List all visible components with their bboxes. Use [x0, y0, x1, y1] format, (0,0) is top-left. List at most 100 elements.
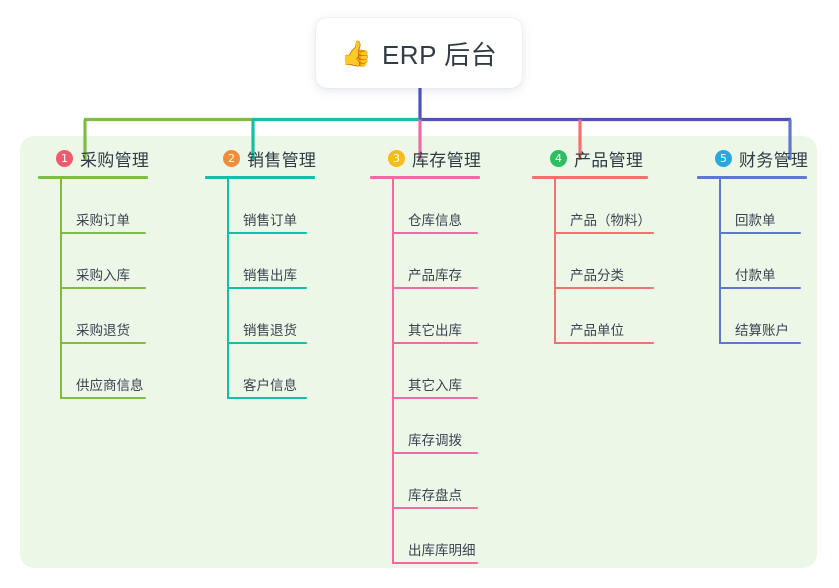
column-1: 1 采购管理采购订单采购入库采购退货供应商信息 [38, 146, 149, 399]
list-item-underline [719, 232, 801, 234]
list-item-underline [392, 287, 478, 289]
list-item-underline [60, 287, 146, 289]
column-4: 4 产品管理产品（物料） 产品分类产品单位 [532, 146, 654, 344]
list-item-label: 库存盘点 [408, 488, 462, 503]
list-item[interactable]: 付款单 [719, 234, 808, 289]
list-item-underline [60, 342, 146, 344]
list-item-underline [392, 507, 478, 509]
list-item-underline [719, 287, 801, 289]
list-item-label: 采购入库 [76, 268, 130, 283]
column-badge-icon: 3 [388, 149, 405, 167]
column-underline [370, 176, 480, 179]
column-items: 销售订单销售出库销售退货客户信息 [227, 179, 316, 399]
column-spine [392, 179, 394, 564]
list-item-label: 客户信息 [243, 378, 297, 393]
list-item-label: 产品分类 [570, 268, 624, 283]
list-item-label: 销售订单 [243, 213, 297, 228]
list-item-underline [554, 342, 654, 344]
column-badge-icon: 5 [715, 149, 732, 167]
column-header-2[interactable]: 2 销售管理 [205, 146, 316, 170]
column-badge-icon: 4 [550, 149, 567, 167]
column-header-1[interactable]: 1 采购管理 [38, 146, 149, 170]
list-item[interactable]: 其它出库 [392, 289, 481, 344]
list-item-underline [392, 562, 478, 564]
column-title: 库存管理 [412, 150, 482, 170]
column-badge-icon: 1 [56, 149, 73, 167]
column-header-4[interactable]: 4 产品管理 [532, 146, 651, 170]
root-node-label: ERP 后台 [381, 39, 498, 70]
list-item[interactable]: 销售订单 [227, 179, 316, 234]
column-header-5[interactable]: 5 财务管理 [697, 146, 808, 170]
list-item[interactable]: 采购订单 [60, 179, 149, 234]
list-item[interactable]: 出库库明细 [392, 509, 481, 564]
column-spine [60, 179, 62, 399]
list-item-label: 出库库明细 [408, 543, 476, 558]
list-item[interactable]: 客户信息 [227, 344, 316, 399]
column-spine [719, 179, 721, 344]
thumbs-up-icon: 👍 [340, 38, 372, 68]
column-badge-icon: 2 [223, 149, 240, 167]
list-item-label: 采购订单 [76, 213, 130, 228]
list-item[interactable]: 库存盘点 [392, 454, 481, 509]
list-item[interactable]: 采购入库 [60, 234, 149, 289]
list-item-label: 仓库信息 [408, 213, 462, 228]
list-item[interactable]: 销售出库 [227, 234, 316, 289]
list-item[interactable]: 采购退货 [60, 289, 149, 344]
list-item-underline [392, 232, 478, 234]
list-item-underline [227, 397, 307, 399]
list-item[interactable]: 产品分类 [554, 234, 654, 289]
list-item[interactable]: 供应商信息 [60, 344, 149, 399]
column-items: 仓库信息产品库存其它出库其它入库库存调拨库存盘点出库库明细 [392, 179, 481, 564]
list-item-underline [554, 232, 654, 234]
list-item-underline [554, 287, 654, 289]
list-item-label: 库存调拨 [408, 433, 462, 448]
list-item-label: 采购退货 [76, 323, 130, 338]
list-item-label: 产品单位 [570, 323, 624, 338]
list-item-underline [392, 342, 478, 344]
list-item-underline [392, 452, 478, 454]
list-item[interactable]: 销售退货 [227, 289, 316, 344]
column-items: 采购订单采购入库采购退货供应商信息 [60, 179, 149, 399]
root-node[interactable]: 👍 ERP 后台 [316, 18, 522, 88]
column-underline [205, 176, 315, 179]
list-item[interactable]: 其它入库 [392, 344, 481, 399]
list-item-label: 供应商信息 [76, 378, 144, 393]
list-item[interactable]: 结算账户 [719, 289, 808, 344]
list-item-label: 回款单 [735, 213, 776, 228]
column-title: 采购管理 [80, 150, 150, 170]
list-item-label: 产品（物料） [570, 213, 651, 228]
list-item-label: 其它入库 [408, 378, 462, 393]
list-item[interactable]: 产品单位 [554, 289, 654, 344]
list-item[interactable]: 产品库存 [392, 234, 481, 289]
list-item-label: 销售出库 [243, 268, 297, 283]
list-item[interactable]: 库存调拨 [392, 399, 481, 454]
column-spine [554, 179, 556, 344]
list-item-label: 其它出库 [408, 323, 462, 338]
list-item[interactable]: 仓库信息 [392, 179, 481, 234]
list-item-label: 销售退货 [243, 323, 297, 338]
column-5: 5 财务管理回款单付款单结算账户 [697, 146, 808, 344]
list-item-label: 产品库存 [408, 268, 462, 283]
list-item-label: 结算账户 [735, 323, 789, 338]
column-title: 产品管理 [574, 150, 644, 170]
column-3: 3 库存管理仓库信息产品库存其它出库其它入库库存调拨库存盘点出库库明细 [370, 146, 481, 564]
list-item-underline [227, 342, 307, 344]
column-underline [38, 176, 148, 179]
list-item-underline [227, 232, 307, 234]
list-item[interactable]: 产品（物料） [554, 179, 654, 234]
column-2: 2 销售管理销售订单销售出库销售退货客户信息 [205, 146, 316, 399]
root-node-content: 👍 ERP 后台 [341, 35, 497, 72]
list-item-underline [392, 397, 478, 399]
list-item-underline [60, 397, 146, 399]
list-item-underline [719, 342, 801, 344]
list-item-underline [60, 232, 146, 234]
column-header-3[interactable]: 3 库存管理 [370, 146, 481, 170]
column-title: 销售管理 [247, 150, 317, 170]
column-title: 财务管理 [739, 150, 809, 170]
list-item[interactable]: 回款单 [719, 179, 808, 234]
column-items: 产品（物料） 产品分类产品单位 [554, 179, 654, 344]
column-underline [532, 176, 648, 179]
column-items: 回款单付款单结算账户 [719, 179, 808, 344]
column-underline [697, 176, 807, 179]
column-spine [227, 179, 229, 399]
